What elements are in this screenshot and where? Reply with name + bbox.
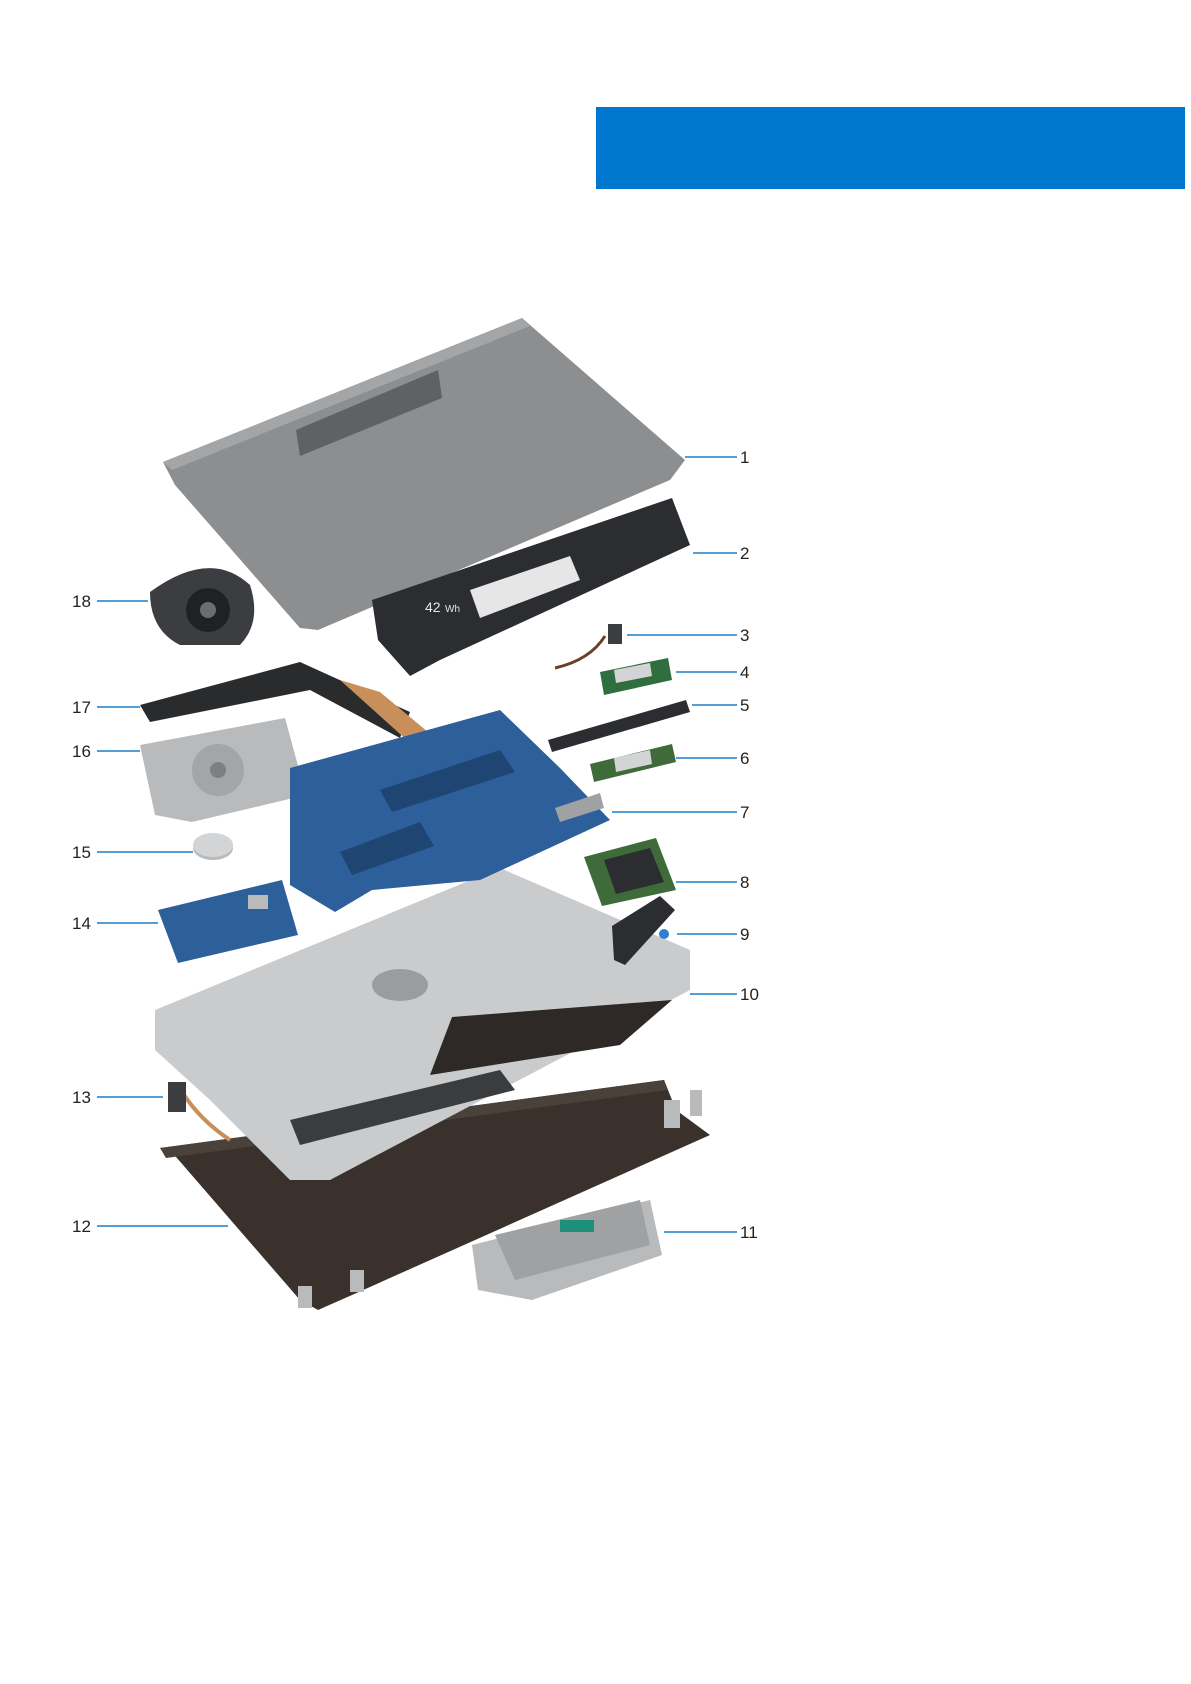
ssd-m2-2230 bbox=[590, 744, 676, 782]
wlan-card bbox=[600, 658, 672, 695]
power-button-board bbox=[555, 624, 622, 668]
callout-14: 14 bbox=[72, 914, 91, 933]
battery-capacity-unit: Wh bbox=[445, 604, 460, 615]
callout-11: 11 bbox=[740, 1223, 758, 1242]
callout-17: 17 bbox=[72, 698, 91, 717]
hard-drive bbox=[140, 718, 306, 822]
memory-module bbox=[584, 838, 676, 906]
callout-5: 5 bbox=[740, 696, 749, 715]
coin-cell-battery bbox=[193, 833, 233, 860]
battery-capacity-label: 42 bbox=[425, 599, 441, 615]
callout-7: 7 bbox=[740, 803, 749, 822]
callout-4: 4 bbox=[740, 663, 749, 682]
system-fan bbox=[150, 568, 254, 645]
callout-10: 10 bbox=[740, 985, 759, 1004]
callout-2: 2 bbox=[740, 544, 749, 563]
callout-12: 12 bbox=[72, 1217, 91, 1236]
callout-3: 3 bbox=[740, 626, 749, 645]
callout-13: 13 bbox=[72, 1088, 91, 1107]
callout-9: 9 bbox=[740, 925, 749, 944]
io-board bbox=[158, 880, 298, 963]
ssd-m2-2280 bbox=[548, 700, 690, 752]
callout-18: 18 bbox=[72, 592, 91, 611]
callout-16: 16 bbox=[72, 742, 91, 761]
callout-1: 1 bbox=[740, 448, 749, 467]
callout-6: 6 bbox=[740, 749, 749, 768]
callout-15: 15 bbox=[72, 843, 91, 862]
callout-8: 8 bbox=[740, 873, 749, 892]
